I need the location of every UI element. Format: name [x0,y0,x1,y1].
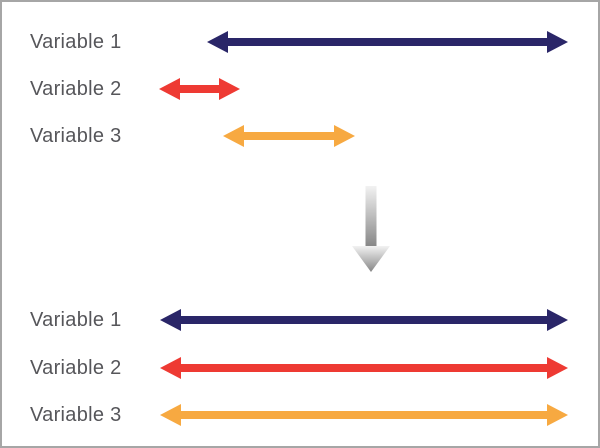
transform-down-arrow-icon [352,186,390,277]
row-variable-1-after: Variable 1 [2,306,598,334]
range-arrow-variable-1-scaled [160,309,568,331]
variable-2-label: Variable 2 [30,357,122,379]
row-variable-2-before: Variable 2 [2,75,598,103]
row-variable-3-after: Variable 3 [2,401,598,429]
range-arrow-variable-1 [207,31,568,53]
variable-1-label: Variable 1 [30,31,122,53]
range-arrow-variable-3-scaled [160,404,568,426]
variable-3-label: Variable 3 [30,404,122,426]
row-variable-2-after: Variable 2 [2,354,598,382]
variable-3-label: Variable 3 [30,125,122,147]
range-arrow-variable-2-scaled [160,357,568,379]
variable-1-label: Variable 1 [30,309,122,331]
variable-2-label: Variable 2 [30,78,122,100]
row-variable-3-before: Variable 3 [2,122,598,150]
row-variable-1-before: Variable 1 [2,28,598,56]
range-arrow-variable-2 [159,78,240,100]
range-arrow-variable-3 [223,125,355,147]
